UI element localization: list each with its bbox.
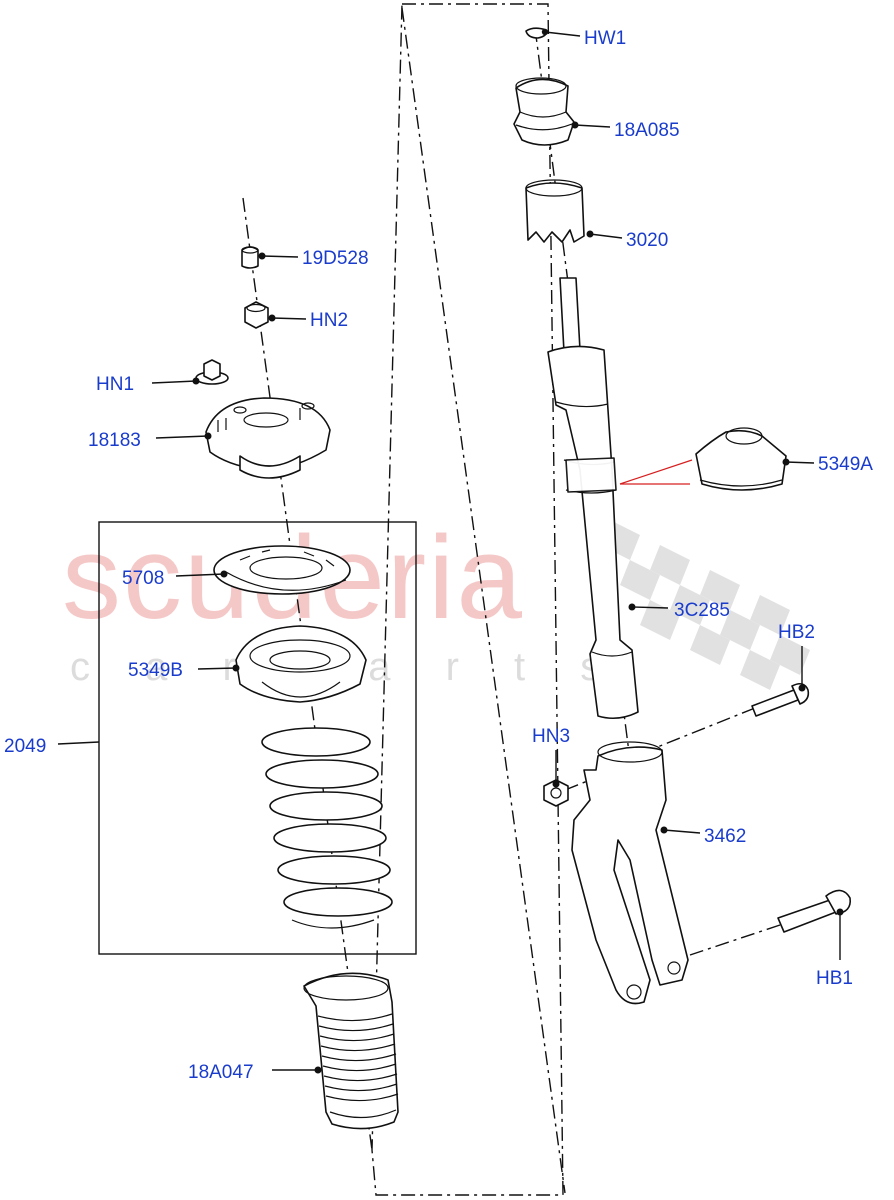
- leader-5349A-highlight: [619, 459, 693, 485]
- dust-cap-3020: [525, 179, 585, 243]
- callout-18183[interactable]: 18183: [88, 430, 141, 451]
- callout-5349A[interactable]: 5349A: [818, 454, 873, 475]
- damper-3C285: [547, 277, 639, 720]
- nut-HN1: [195, 359, 229, 385]
- callout-HN3[interactable]: HN3: [532, 726, 570, 747]
- gaiter-18A047: [303, 972, 399, 1130]
- spring-seat-5349A: [695, 427, 787, 491]
- bolt-HB1: [777, 889, 852, 933]
- callout-3020[interactable]: 3020: [626, 230, 668, 251]
- callout-19D528[interactable]: 19D528: [302, 248, 369, 269]
- callout-3462[interactable]: 3462: [704, 826, 746, 847]
- leaders: [57, 28, 844, 1074]
- callout-HB2[interactable]: HB2: [778, 622, 815, 643]
- callout-HB1[interactable]: HB1: [816, 968, 853, 989]
- axis-hb2: [649, 707, 756, 751]
- bolt-HB2: [751, 682, 810, 717]
- axis-hn3: [564, 779, 591, 791]
- spacer-19D528: [241, 246, 259, 269]
- callout-3C285[interactable]: 3C285: [674, 600, 730, 621]
- coil-spring: [261, 727, 393, 929]
- axis-hb1: [689, 924, 781, 956]
- fork-3462: [571, 741, 689, 1005]
- assembly-boundary: [371, 3, 564, 1196]
- assembly-boundary-diagonal: [401, 7, 566, 1194]
- callout-HN1[interactable]: HN1: [96, 374, 134, 395]
- callout-18A085[interactable]: 18A085: [614, 120, 680, 141]
- kit-box-2049: [98, 521, 417, 955]
- callout-5349B[interactable]: 5349B: [128, 660, 183, 681]
- bump-stop-18A085: [513, 77, 575, 146]
- nut-HN2: [244, 301, 269, 329]
- callout-5708[interactable]: 5708: [122, 568, 164, 589]
- checkered-flag-icon: [600, 520, 810, 690]
- callout-labels: HW1 18A085 3020 19D528 HN2 HN1 18183 534…: [4, 28, 873, 1083]
- callout-HW1[interactable]: HW1: [584, 28, 626, 49]
- insulator-5708: [213, 545, 351, 595]
- callout-18A047[interactable]: 18A047: [188, 1062, 254, 1083]
- spring-seat-5349B: [235, 625, 367, 703]
- callout-HN2[interactable]: HN2: [310, 310, 348, 331]
- callout-2049[interactable]: 2049: [4, 736, 46, 757]
- top-mount-18183: [205, 397, 331, 479]
